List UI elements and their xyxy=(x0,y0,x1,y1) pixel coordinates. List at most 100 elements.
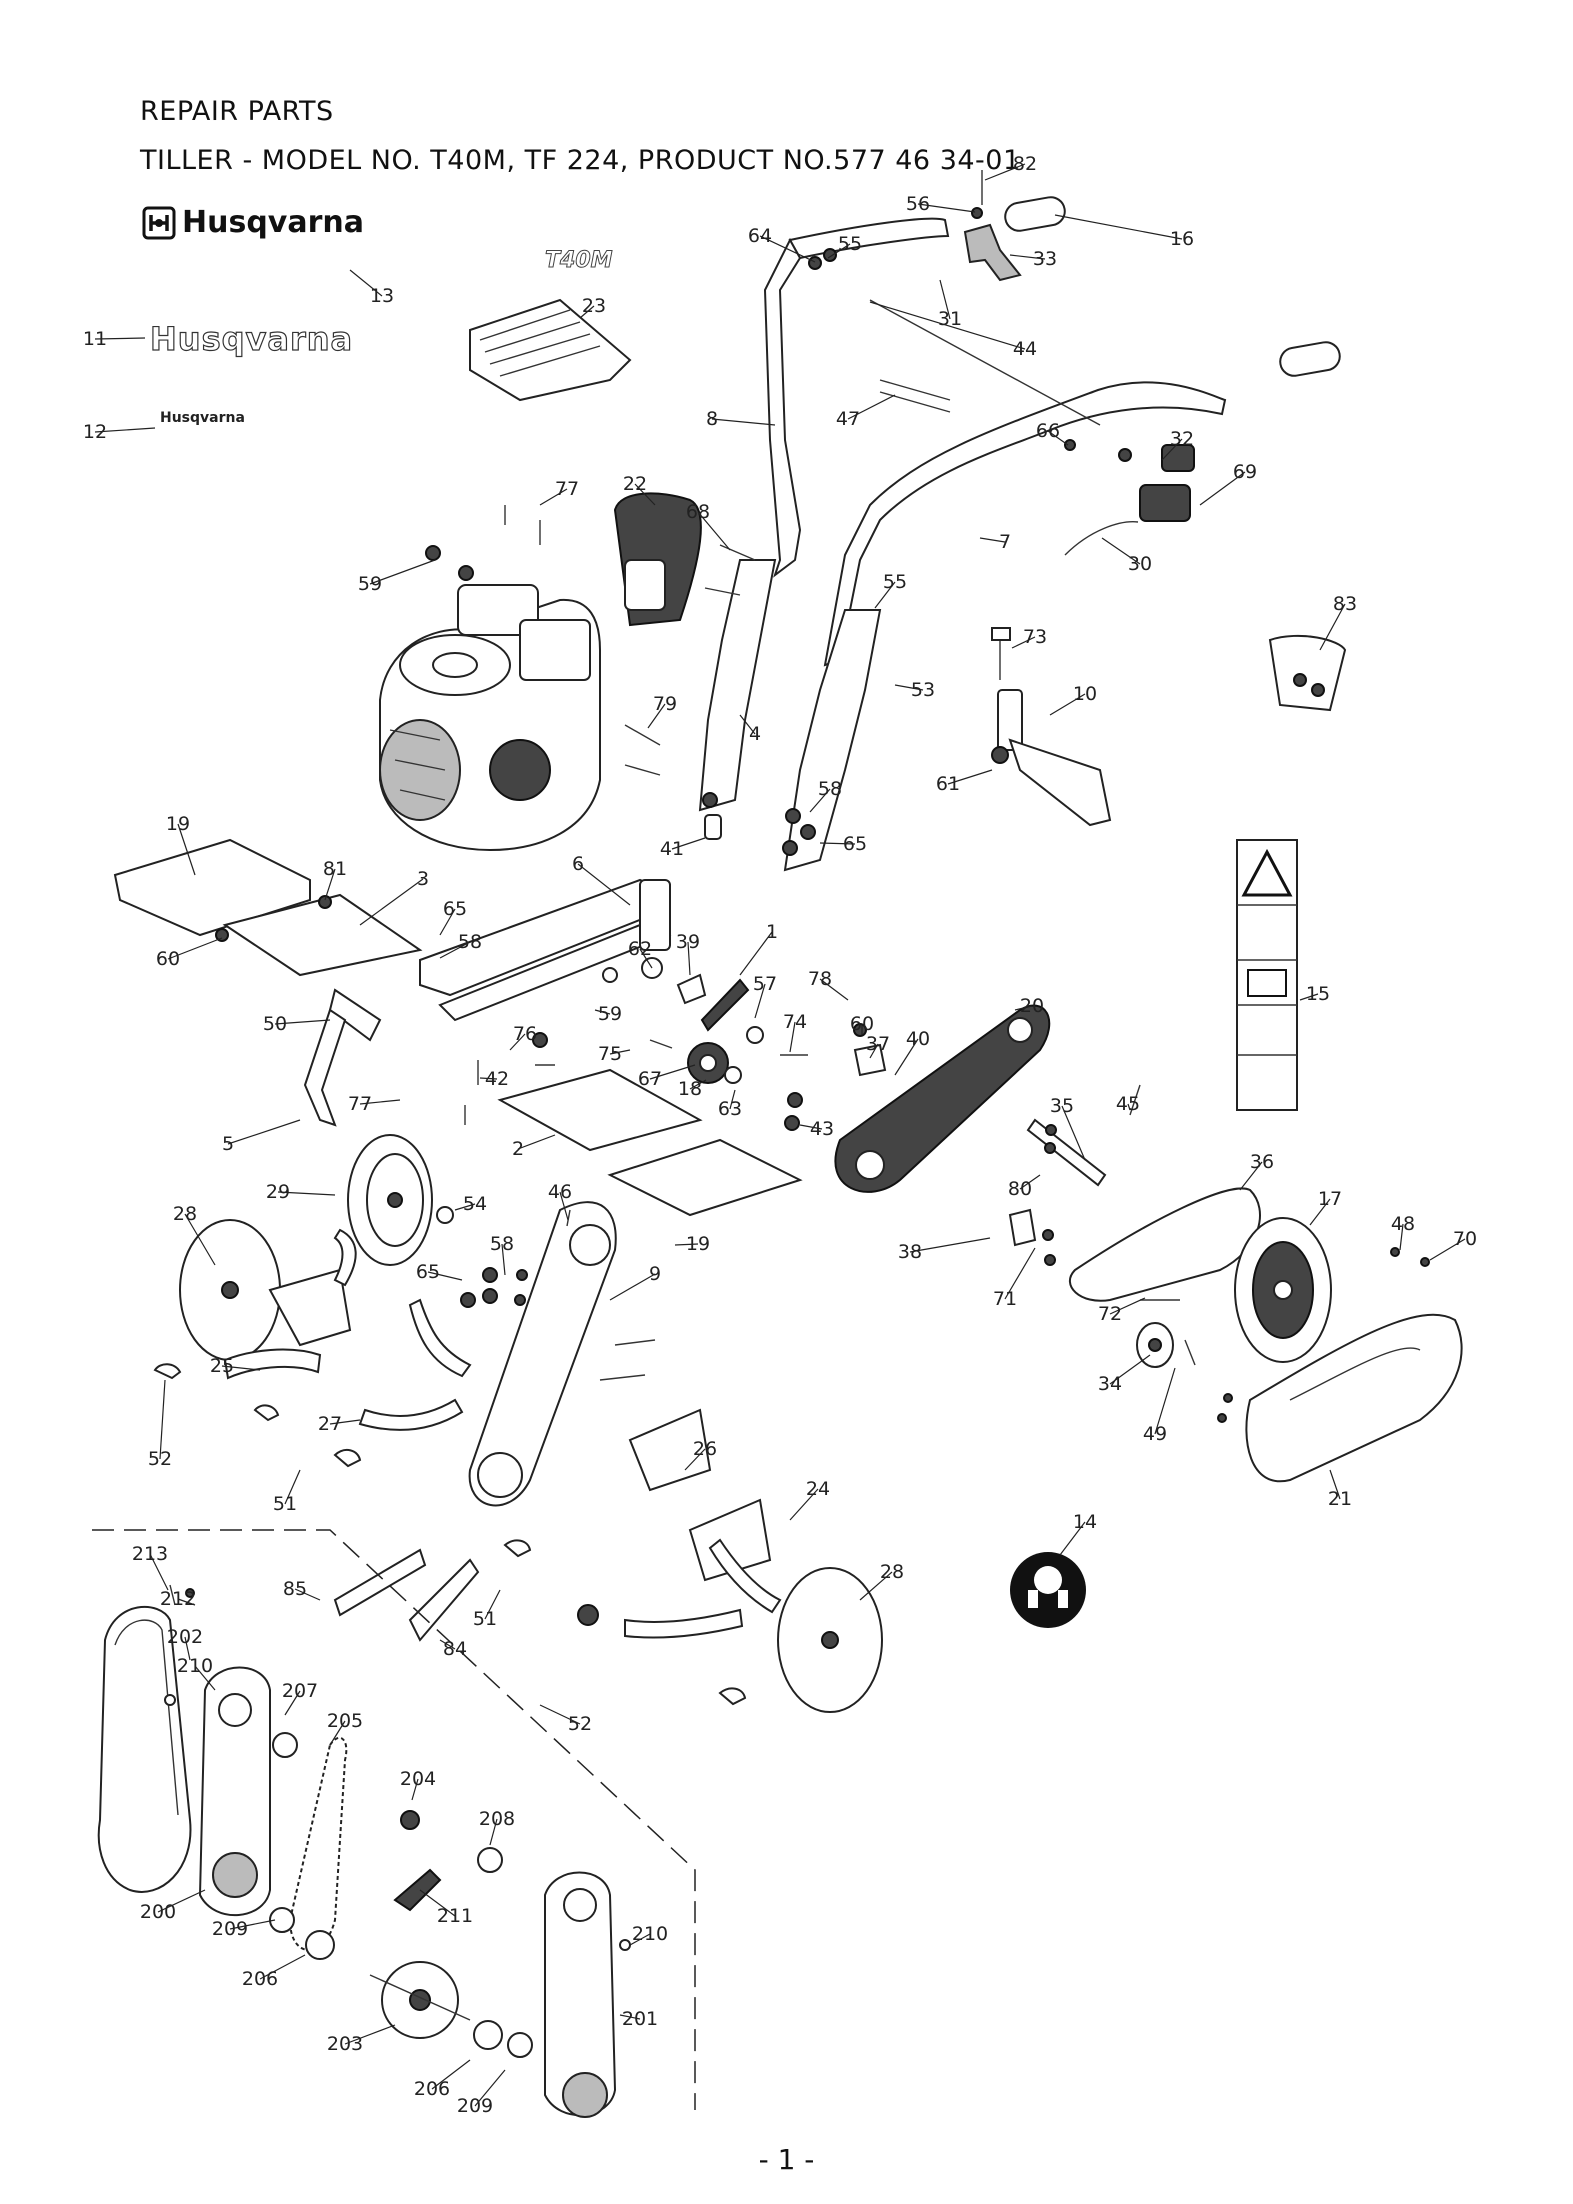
callout-65: 65 xyxy=(416,1261,463,1283)
part-number-label: 18 xyxy=(678,1078,702,1100)
part-number-label: 9 xyxy=(649,1263,661,1285)
callout-203: 203 xyxy=(327,2024,396,2055)
leader-line xyxy=(789,1021,796,1053)
callout-30: 30 xyxy=(1101,537,1152,575)
part-number-label: 33 xyxy=(1033,248,1057,270)
part-number-label: 55 xyxy=(838,233,862,255)
callout-59: 59 xyxy=(358,559,436,595)
engine xyxy=(379,584,601,852)
leader-line xyxy=(859,1571,893,1601)
beltcover-21 xyxy=(1245,1313,1463,1483)
cover-22 xyxy=(613,492,702,627)
gearcase-9 xyxy=(468,1201,656,1507)
part-number-label: 42 xyxy=(485,1068,509,1090)
leader-line xyxy=(369,559,436,585)
callout-40: 40 xyxy=(894,1028,930,1076)
leader-line xyxy=(689,1079,707,1090)
leader-line xyxy=(159,1379,166,1460)
part-number-label: 2 xyxy=(512,1138,524,1160)
callout-52: 52 xyxy=(148,1379,172,1470)
callout-78: 78 xyxy=(808,968,849,1001)
part-number-label: 7 xyxy=(999,531,1011,553)
callout-20: 20 xyxy=(1014,995,1044,1017)
chain-205 xyxy=(288,1736,348,1951)
callout-209: 209 xyxy=(212,1918,276,1940)
part-number-label: 60 xyxy=(850,1013,874,1035)
part-number-label: 200 xyxy=(140,1901,176,1923)
part-number-label: 16 xyxy=(1170,228,1194,250)
callout-71: 71 xyxy=(993,1247,1036,1310)
part-number-label: 70 xyxy=(1453,1228,1477,1250)
manual-book-icon xyxy=(1247,969,1287,997)
model-decal: T40M xyxy=(545,248,614,274)
leader-line xyxy=(847,394,896,420)
part-number-label: 206 xyxy=(414,2078,450,2100)
leader-line xyxy=(1109,1297,1146,1315)
part-number-label: 43 xyxy=(810,1118,834,1140)
leader-line xyxy=(439,908,456,936)
part-number-label: 54 xyxy=(463,1193,487,1215)
callout-10: 10 xyxy=(1049,683,1097,716)
part-number-label: 72 xyxy=(1098,1303,1122,1325)
leader-line xyxy=(149,1553,169,1591)
callout-210: 210 xyxy=(177,1655,216,1691)
part-number-label: 27 xyxy=(318,1413,342,1435)
leader-line xyxy=(1109,1354,1151,1385)
leader-line xyxy=(594,1009,611,1015)
leader-line xyxy=(869,1043,879,1059)
leader-line xyxy=(559,1191,569,1221)
callout-62: 62 xyxy=(628,938,653,969)
leader-line xyxy=(284,1469,301,1505)
part-number-label: 77 xyxy=(555,478,579,500)
leader-line xyxy=(1239,1161,1263,1191)
part-number-label: 29 xyxy=(266,1181,290,1203)
disc-28 xyxy=(179,1219,883,1713)
leader-line xyxy=(157,1889,206,1913)
part-number-label: 6 xyxy=(572,853,584,875)
callout-5: 5 xyxy=(222,1119,301,1155)
leader-line xyxy=(177,1598,196,1606)
leader-line xyxy=(431,2059,471,2090)
part-number-label: 69 xyxy=(1233,461,1257,483)
callout-19: 19 xyxy=(674,1233,710,1255)
leader-line xyxy=(809,788,831,813)
decal-small-brand: Husqvarna xyxy=(160,410,245,426)
part-number-label: 8 xyxy=(706,408,718,430)
callout-82: 82 xyxy=(984,153,1037,181)
part-number-label: 85 xyxy=(283,1578,307,1600)
leader-line xyxy=(819,978,849,1001)
leader-line xyxy=(1059,1521,1086,1556)
part-number-label: 38 xyxy=(898,1241,922,1263)
part-number-label: 80 xyxy=(1008,1178,1032,1200)
leader-line xyxy=(697,511,731,551)
part-number-label: 213 xyxy=(132,1543,168,1565)
callout-2: 2 xyxy=(512,1134,556,1160)
leader-line xyxy=(277,1191,336,1196)
callout-65: 65 xyxy=(439,898,467,936)
callout-83: 83 xyxy=(1319,593,1357,651)
leader-line xyxy=(634,483,656,506)
callout-43: 43 xyxy=(799,1118,834,1140)
part-number-label: 201 xyxy=(622,2008,658,2030)
part-number-label: 21 xyxy=(1328,1488,1352,1510)
part-number-label: 68 xyxy=(686,501,710,523)
part-number-label: 65 xyxy=(416,1261,440,1283)
callout-56: 56 xyxy=(906,193,976,215)
part-number-label: 58 xyxy=(458,931,482,953)
idler-34 xyxy=(1136,1322,1174,1368)
part-number-label: 84 xyxy=(443,1638,467,1660)
chaincase-201 xyxy=(544,1871,617,2118)
part-number-label: 23 xyxy=(582,295,606,317)
callout-31: 31 xyxy=(938,279,962,330)
husqvarna-logo: Husqvarna xyxy=(142,205,364,240)
callout-29: 29 xyxy=(266,1181,336,1203)
callout-206: 206 xyxy=(242,1954,306,1990)
part-number-label: 1 xyxy=(766,921,778,943)
part-number-label: 63 xyxy=(718,1098,742,1120)
leader-line xyxy=(687,941,691,976)
callout-66: 66 xyxy=(1036,420,1069,446)
leader-line xyxy=(329,1419,361,1425)
part-number-label: 56 xyxy=(906,193,930,215)
part-number-label: 204 xyxy=(400,1768,436,1790)
callout-15: 15 xyxy=(1299,983,1330,1005)
